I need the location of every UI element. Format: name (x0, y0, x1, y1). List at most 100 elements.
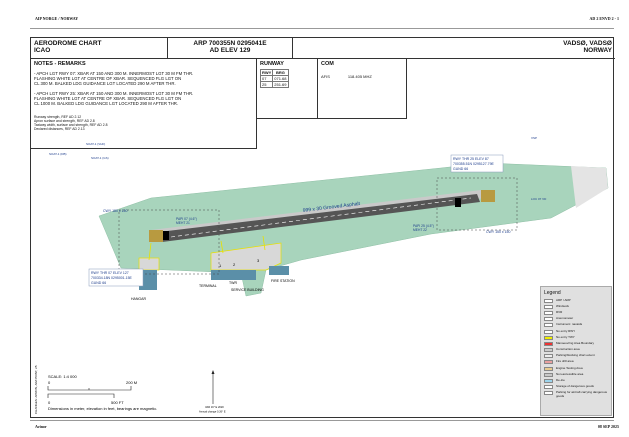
legend-swatch-icon (544, 304, 553, 309)
footer-left: Avinor (35, 424, 47, 429)
header-left: AIP NORGE / NORWAY (35, 16, 79, 21)
legend-swatch-icon (544, 348, 553, 353)
footer-rule (30, 420, 614, 421)
notes-heading: NOTES - REMARKS (34, 61, 86, 67)
notes-p1: - APCH LGT RWY 07: XBAR AT 150 AND 300 M… (34, 71, 253, 86)
papi-25-meht: MEHT 22 (413, 228, 427, 232)
legend-swatch-icon (544, 385, 553, 390)
thr25-line: RWY THR 25 ELEV 87 (453, 157, 489, 161)
stand-1: 1 (219, 263, 222, 268)
note-line: - APCH LGT RWY 07: XBAR AT 150 AND 300 M… (34, 71, 194, 76)
chart-frame: AERODROME CHART ICAO ARP 700355N 0295041… (30, 37, 615, 418)
note-line: - APCH LGT RWY 25: XBAR AT 150 AND 300 M… (34, 91, 194, 96)
legend-item: Windsock (544, 304, 608, 310)
legend-swatch-icon (544, 317, 553, 322)
vsp-label: VSP (531, 136, 537, 140)
legend-item: Parking/blocking chart extent (544, 354, 608, 360)
scale-ft-500: 500 FT (111, 400, 124, 405)
soat-db: SOAT-1 (DB) (49, 152, 66, 156)
place-cell: VADSØ, VADSØ NORWAY (293, 38, 615, 59)
soat-gs: SOAT-1 (GS) (91, 156, 109, 160)
note-line: FLASHING WHITE LGT AT CENTRE OF XBAR. SE… (34, 96, 182, 101)
scale-ft-0: 0 (48, 400, 51, 405)
legend-label: Parking for aircraft carrying dangerous … (556, 390, 608, 398)
legend-swatch-icon (544, 354, 553, 359)
soat-vhf: SOAT-1 (VHF) (86, 142, 105, 146)
ref-line: Declared distances, REF AD 2.13 (34, 127, 85, 131)
legend-item: RVR (544, 310, 608, 316)
service-building-label: SERVICE BUILDING (231, 288, 264, 292)
taxiway-lines (148, 235, 266, 261)
threshold-07-area (149, 230, 163, 242)
thr07-line: 700334.18N 0295001.15E (91, 276, 133, 280)
legend-label: No entry TWY (556, 334, 575, 339)
ref-line: Taxiway width, surface and strength, REF… (34, 123, 108, 127)
legend-item: Storage of dangerous goods (544, 385, 608, 391)
runway-heading: RUNWAY (260, 61, 284, 67)
legend-swatch-icon (544, 379, 553, 384)
legend-label: Fire drill area (556, 359, 574, 364)
legend-item: Non-accessible area (544, 372, 608, 378)
scale-m-0: 0 (48, 380, 51, 385)
legend-item: No entry RWY (544, 329, 608, 335)
note-line: CL 300 M. BALKED LDG GUIDANCE LGT LOCATE… (34, 81, 176, 86)
chart-type: ICAO (34, 47, 51, 54)
chart-title: AERODROME CHART (34, 40, 102, 47)
legend-label: No entry RWY (556, 328, 576, 333)
com-frequency: 118.405 MHZ (347, 74, 372, 79)
legend-item: De-Ice (544, 378, 608, 384)
legend-label: Storage of dangerous goods (556, 384, 594, 389)
legend-item: Engine Testing Area (544, 366, 608, 372)
service-building (269, 266, 289, 275)
legend-swatch-icon (544, 341, 553, 346)
twr-label: TWR (229, 281, 237, 285)
legend-swatch-icon (544, 329, 553, 334)
notes-p2: - APCH LGT RWY 25: XBAR AT 150 AND 300 M… (34, 91, 253, 106)
place-name: VADSØ, VADSØ (563, 40, 612, 47)
legend-label: Construction area (556, 347, 580, 352)
thr07-line: GUND 66 (91, 281, 106, 285)
legend-swatch-icon (544, 391, 553, 396)
rwy-25-marking (455, 198, 461, 207)
note-line: FLASHING WHITE LGT AT CENTRE OF XBAR. SE… (34, 76, 182, 81)
scale-m-200: 200 M (126, 380, 137, 385)
com-box: COM AFIS 118.405 MHZ (318, 59, 407, 119)
header-rule (30, 28, 614, 29)
note-line: CL 1000 M. BALKED LDG GUIDANCE LGT LOCAT… (34, 101, 179, 106)
legend-label: Manoeuvring Area Boundary (556, 340, 595, 345)
legend-label: RVR (556, 309, 563, 314)
hangar-building (139, 270, 157, 290)
ref-line: Runway strength, REF AD 2.12 (34, 115, 82, 119)
country: NORWAY (583, 47, 612, 54)
com-service: AFIS (321, 74, 330, 79)
runway-centerline (170, 197, 472, 238)
legend-swatch-icon (544, 360, 553, 365)
footer-right: 08 SEP 2025 (597, 424, 619, 429)
com-heading: COM (321, 61, 334, 67)
papi-07-meht: MEHT 21 (176, 221, 190, 225)
cwy-25-label: CWY 150 x 150 (486, 230, 511, 234)
cwy-07-boundary (118, 209, 220, 275)
papi-25-label: PAPI 25 (4.5°) (413, 224, 434, 228)
variation-text: VAR 16° E 2020 (205, 405, 224, 409)
legend-item: Fire drill area (544, 360, 608, 366)
com-row: AFIS 118.405 MHZ (321, 74, 403, 79)
legend-swatch-icon (544, 310, 553, 315)
cwy-07-label: CWY 180 x 150 (103, 209, 128, 213)
legend-item: ARP / ARP (544, 298, 608, 304)
stand-2: 2 (233, 262, 236, 267)
legend-item: Manoeuvring Area Boundary (544, 341, 608, 347)
fire-station-label: FIRE STATION (271, 279, 295, 283)
legend-label: De-Ice (556, 378, 565, 383)
legend-item: Parking for aircraft carrying dangerous … (544, 391, 608, 399)
rwy-07-marking (163, 231, 169, 240)
papi-07-label: PAPI 07 (4.6°) (176, 217, 197, 221)
cwy-25-boundary (436, 177, 518, 231)
legend-label: Parking/blocking chart extent (556, 353, 595, 358)
title-cell: AERODROME CHART ICAO (31, 38, 168, 59)
header-right: AD 2 ENVD 2 - 1 (589, 16, 619, 21)
